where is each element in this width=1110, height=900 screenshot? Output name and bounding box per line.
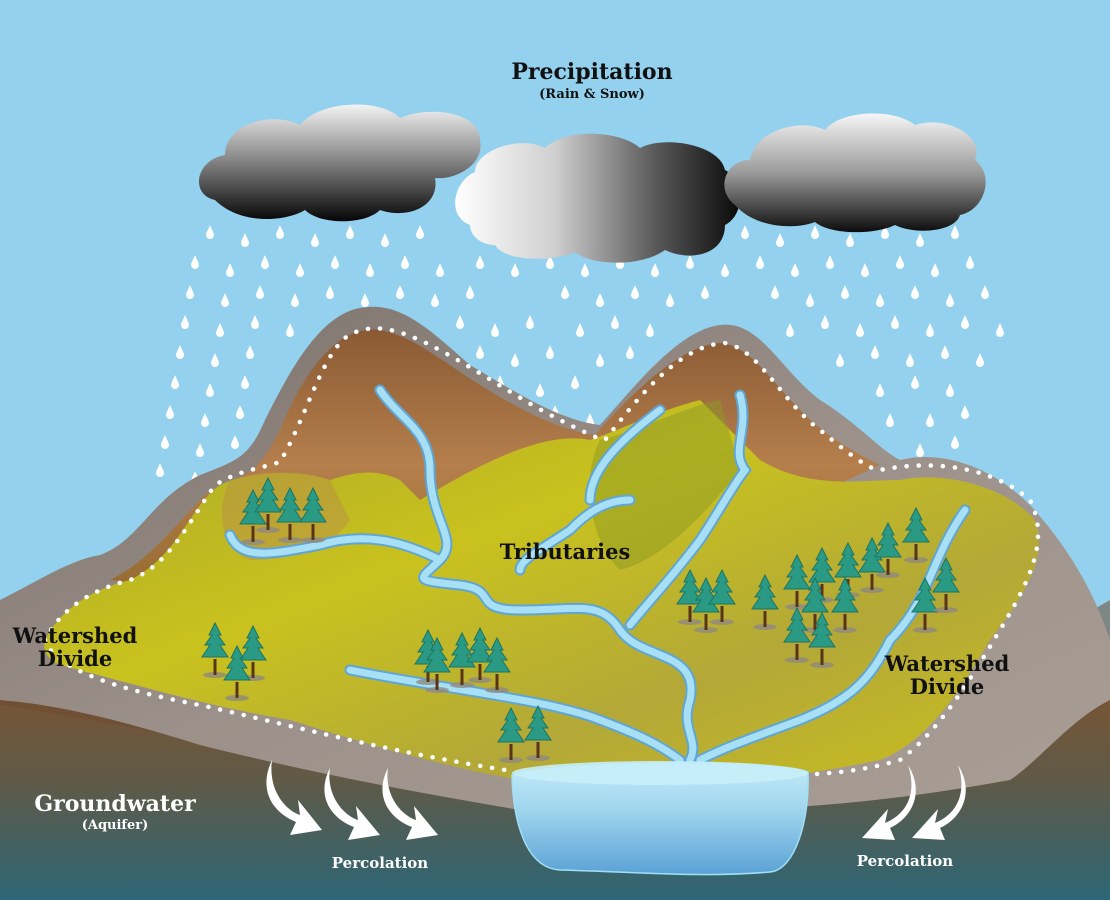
watershed-divide-left-line1: Watershed — [12, 623, 138, 648]
precipitation-label: Precipitation (Rain & Snow) — [492, 60, 692, 102]
percolation-arrows-right — [862, 765, 966, 840]
precipitation-subtitle: (Rain & Snow) — [539, 87, 645, 103]
percolation-right-label: Percolation — [856, 852, 954, 870]
watershed-divide-right-line2: Divide — [909, 674, 985, 700]
precipitation-title: Precipitation — [511, 59, 673, 85]
groundwater-title: Groundwater — [34, 791, 196, 817]
right-cloud — [724, 113, 986, 233]
groundwater-subtitle: (Aquifer) — [81, 818, 149, 834]
percolation-left-label: Percolation — [331, 854, 429, 872]
tributaries-rivers — [224, 384, 971, 766]
watershed-divide-line — [42, 326, 1041, 778]
watershed-divide-left-line2: Divide — [37, 646, 113, 672]
watershed-divide-left-label: Watershed Divide — [10, 624, 140, 670]
left-cloud — [198, 104, 481, 222]
watershed-divide-right-line1: Watershed — [884, 651, 1010, 676]
groundwater-label: Groundwater (Aquifer) — [30, 792, 200, 833]
tributaries-label: Tributaries — [499, 539, 631, 564]
percolation-arrows-left — [266, 760, 438, 840]
watershed-divide-right-label: Watershed Divide — [882, 652, 1012, 698]
center-cloud — [455, 133, 740, 263]
